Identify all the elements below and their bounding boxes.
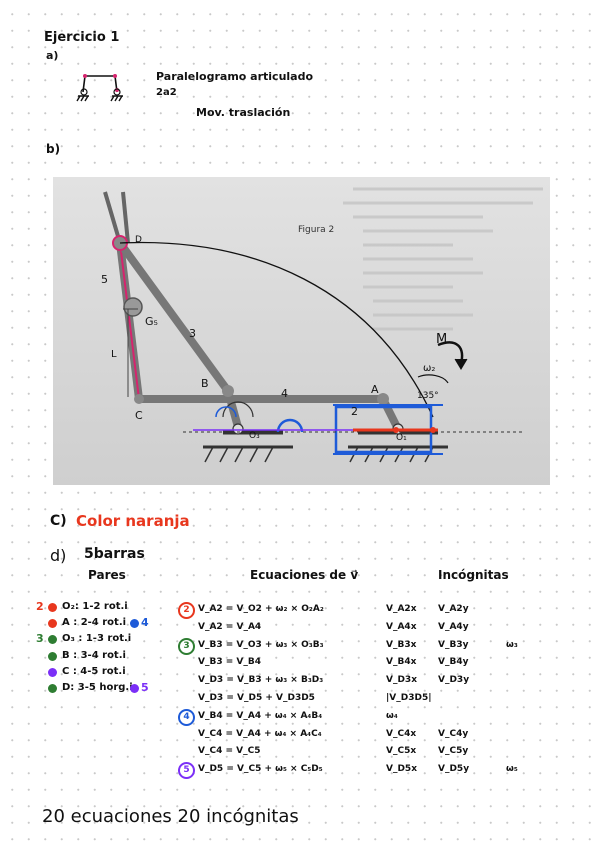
- label-2: 2: [351, 405, 358, 418]
- pair-text: C : 4-5 rot.i: [62, 665, 126, 677]
- label-O3: O₃: [249, 431, 260, 441]
- parallelogram-sketch: [76, 74, 123, 102]
- equation-text: V_C4 = V_C5: [198, 746, 261, 757]
- unknown-value: ω₅: [506, 764, 518, 775]
- label-B: B: [201, 377, 209, 390]
- label-C: C: [135, 409, 143, 422]
- col-pares: Pares: [88, 568, 126, 582]
- unknown-value: V_C5x: [386, 746, 417, 757]
- unknown-value: V_D5x: [386, 764, 418, 775]
- pair-color-dot: [48, 635, 57, 645]
- label-O1: O₁: [396, 433, 407, 443]
- label-omega2: ω₂: [423, 363, 436, 374]
- pair-text: B : 3-4 rot.i: [62, 649, 126, 661]
- col-incognitas: Incógnitas: [438, 568, 509, 582]
- label-L: L: [111, 349, 117, 360]
- equation-text: V_D5 = V_C5 + ω₅ × C₅D₅: [198, 764, 323, 775]
- unknown-value: V_D3y: [438, 675, 470, 686]
- unknown-value: ω₃: [506, 639, 518, 650]
- unknown-value: V_B4y: [438, 657, 469, 668]
- pair-color-dot: [48, 619, 57, 629]
- equation-text: V_B3 = V_B4: [198, 657, 261, 668]
- part-a-line3: Mov. traslación: [196, 106, 291, 119]
- label-5: 5: [101, 273, 108, 286]
- pair-suffix: 5: [141, 681, 149, 694]
- unknown-value: |V_D3D5|: [386, 693, 432, 703]
- label-3: 3: [189, 327, 196, 340]
- part-a-label: a): [46, 49, 59, 62]
- pair-color-dot: [48, 667, 57, 677]
- pair-text: D: 3-5 horg.i: [62, 682, 133, 693]
- label-4: 4: [281, 387, 288, 400]
- exercise-title: Ejercicio 1: [44, 30, 120, 45]
- equation-text: V_D3 = V_D5 + V_D3D5: [198, 693, 315, 703]
- equation-text: V_A2 = V_A4: [198, 621, 262, 632]
- unknown-value: V_C5y: [438, 746, 469, 757]
- col-ecuaciones: Ecuaciones de v⃗: [250, 568, 359, 582]
- pair-text: O₂: 1-2 rot.i: [62, 601, 128, 612]
- unknown-value: V_B3x: [386, 639, 417, 650]
- equation-text: V_C4 = V_A4 + ω₄ × A₄C₄: [198, 728, 322, 739]
- pair-suffix: 4: [141, 616, 149, 630]
- part-a-line2: 2a2: [156, 87, 177, 98]
- label-M: M: [436, 332, 448, 347]
- part-c-text: Color naranja: [76, 512, 190, 530]
- figure-caption: Figura 2: [298, 225, 335, 235]
- equation-text: V_B4 = V_A4 + ω₄ × A₄B₄: [198, 710, 323, 721]
- unknown-value: ω₄: [386, 710, 398, 721]
- unknown-value: V_A4x: [386, 621, 417, 632]
- part-d-title: 5barras: [84, 546, 145, 562]
- label-G5: G₅: [145, 315, 158, 328]
- unknown-value: V_A2x: [386, 604, 417, 614]
- part-c-label: C): [50, 513, 67, 529]
- pair-color-dot: [48, 684, 57, 693]
- pair-prefix: 2: [36, 600, 44, 613]
- label-A: A: [371, 383, 379, 396]
- label-D: D: [135, 235, 142, 245]
- part-a-line1: Paralelogramo articulado: [156, 70, 314, 83]
- unknown-value: V_B3y: [438, 639, 469, 650]
- unknown-value: V_C4y: [438, 728, 469, 739]
- mechanism-photo: Figura 2 D 5 G₅ 3 L B C 4 A 2 M ω₂ 135° …: [53, 177, 550, 485]
- equation-group-number: 5: [178, 762, 195, 780]
- unknown-value: V_D3x: [386, 675, 418, 686]
- footer-summary: 20 ecuaciones 20 incógnitas: [42, 806, 299, 827]
- pair-suffix-dot: [130, 684, 139, 693]
- unknown-value: V_A2y: [438, 604, 469, 614]
- equation-group-number: 3: [178, 637, 195, 655]
- pair-text: A : 2-4 rot.i: [62, 617, 127, 629]
- pair-text: O₃ : 1-3 rot.i: [62, 633, 132, 645]
- part-d-label: d): [50, 546, 67, 565]
- pair-prefix: 3: [36, 632, 44, 646]
- unknown-value: V_A4y: [438, 621, 469, 632]
- part-b-label: b): [46, 142, 61, 156]
- unknown-value: V_D5y: [438, 764, 470, 775]
- equation-text: V_A2 = V_O2 + ω₂ × O₂A₂: [198, 604, 324, 614]
- equation-group-number: 4: [178, 708, 195, 726]
- equation-text: V_B3 = V_O3 + ω₃ × O₃B₃: [198, 639, 324, 650]
- mechanism-diagram: [103, 187, 543, 463]
- unknown-value: V_B4x: [386, 657, 417, 668]
- equation-group-number: 2: [178, 602, 195, 619]
- label-angle: 135°: [417, 391, 439, 401]
- pair-color-dot: [48, 651, 57, 661]
- equation-text: V_D3 = V_B3 + ω₃ × B₃D₃: [198, 675, 324, 686]
- unknown-value: V_C4x: [386, 728, 417, 739]
- pair-color-dot: [48, 603, 57, 612]
- pair-suffix-dot: [130, 619, 139, 629]
